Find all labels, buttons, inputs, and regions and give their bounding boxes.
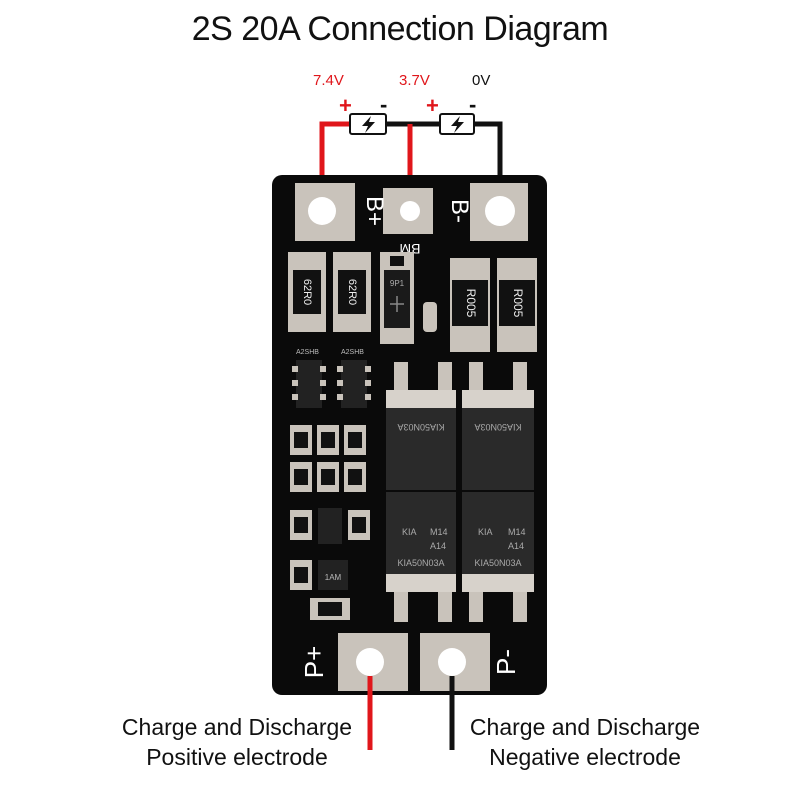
ic-2 [337, 360, 371, 408]
plus-sign-3v7: + [426, 93, 439, 118]
ic-3-code: 1AM [325, 573, 342, 582]
mosfet-3-code-2: A14 [430, 541, 446, 551]
minus-sign-cell1: - [380, 92, 388, 117]
shunt-2: R005 [497, 258, 537, 352]
ic-1-code: A2SHB [296, 349, 319, 356]
pad-bm [383, 188, 433, 234]
mosfet-1-part: KIA50N03A [397, 422, 444, 432]
shunt-2-code: R005 [511, 289, 525, 318]
shunt-1-code: R005 [464, 289, 478, 318]
pad-b-minus [470, 183, 528, 241]
battery-cell-2-icon [439, 113, 475, 135]
mosfet-4-kia: KIA [478, 527, 493, 537]
pad-p-plus [338, 633, 408, 691]
resistor-1: 62R0 [288, 252, 326, 332]
mosfet-1: KIA50N03A [386, 362, 456, 490]
caption-negative: Charge and Discharge Negative electrode [460, 712, 710, 772]
small-pad [423, 302, 437, 332]
shunt-1: R005 [450, 258, 490, 352]
mosfet-2-part: KIA50N03A [474, 422, 521, 432]
mosfet-3-part: KIA50N03A [397, 558, 444, 568]
mosfet-3: KIA M14 A14 KIA50N03A [386, 492, 456, 622]
diode-code: 9P1 [390, 279, 405, 288]
mosfet-4: KIA M14 A14 KIA50N03A [462, 492, 534, 622]
mosfet-4-code-2: A14 [508, 541, 524, 551]
pad-p-minus [420, 633, 490, 691]
smd-component-centers [294, 432, 366, 616]
mosfet-4-part: KIA50N03A [474, 558, 521, 568]
resistor-1-code: 62R0 [301, 279, 313, 305]
battery-cell-1-icon [349, 113, 387, 135]
ic-1 [292, 360, 326, 408]
caption-positive-line-2: Positive electrode [146, 744, 328, 770]
caption-negative-line-1: Charge and Discharge [469, 714, 701, 740]
ic-2-code: A2SHB [341, 349, 364, 356]
voltage-label-7v4: 7.4V [313, 72, 344, 89]
label-b-minus: B- [446, 199, 473, 223]
mosfet-4-code-1: M14 [508, 527, 526, 537]
resistor-2-code: 62R0 [346, 279, 358, 305]
label-b-plus: B+ [361, 196, 388, 226]
resistor-2: 62R0 [333, 252, 371, 332]
ic-3: 1AM [318, 508, 348, 590]
voltage-label-0v: 0V [472, 72, 491, 89]
label-p-plus: P+ [299, 646, 329, 679]
mosfet-2: KIA50N03A [462, 362, 534, 490]
voltage-label-3v7: 3.7V [399, 72, 430, 89]
diagram-title: 2S 20A Connection Diagram [191, 10, 609, 48]
label-p-minus: P- [491, 649, 521, 675]
caption-negative-line-2: Negative electrode [489, 744, 681, 770]
diode: 9P1 [380, 252, 414, 344]
pad-b-plus-top [295, 183, 355, 241]
plus-sign-7v4: + [339, 93, 352, 118]
minus-sign-0v: - [469, 92, 477, 117]
caption-positive-line-1: Charge and Discharge [121, 714, 353, 740]
mosfet-3-code-1: M14 [430, 527, 448, 537]
caption-positive: Charge and Discharge Positive electrode [112, 712, 362, 772]
mosfet-3-kia: KIA [402, 527, 417, 537]
